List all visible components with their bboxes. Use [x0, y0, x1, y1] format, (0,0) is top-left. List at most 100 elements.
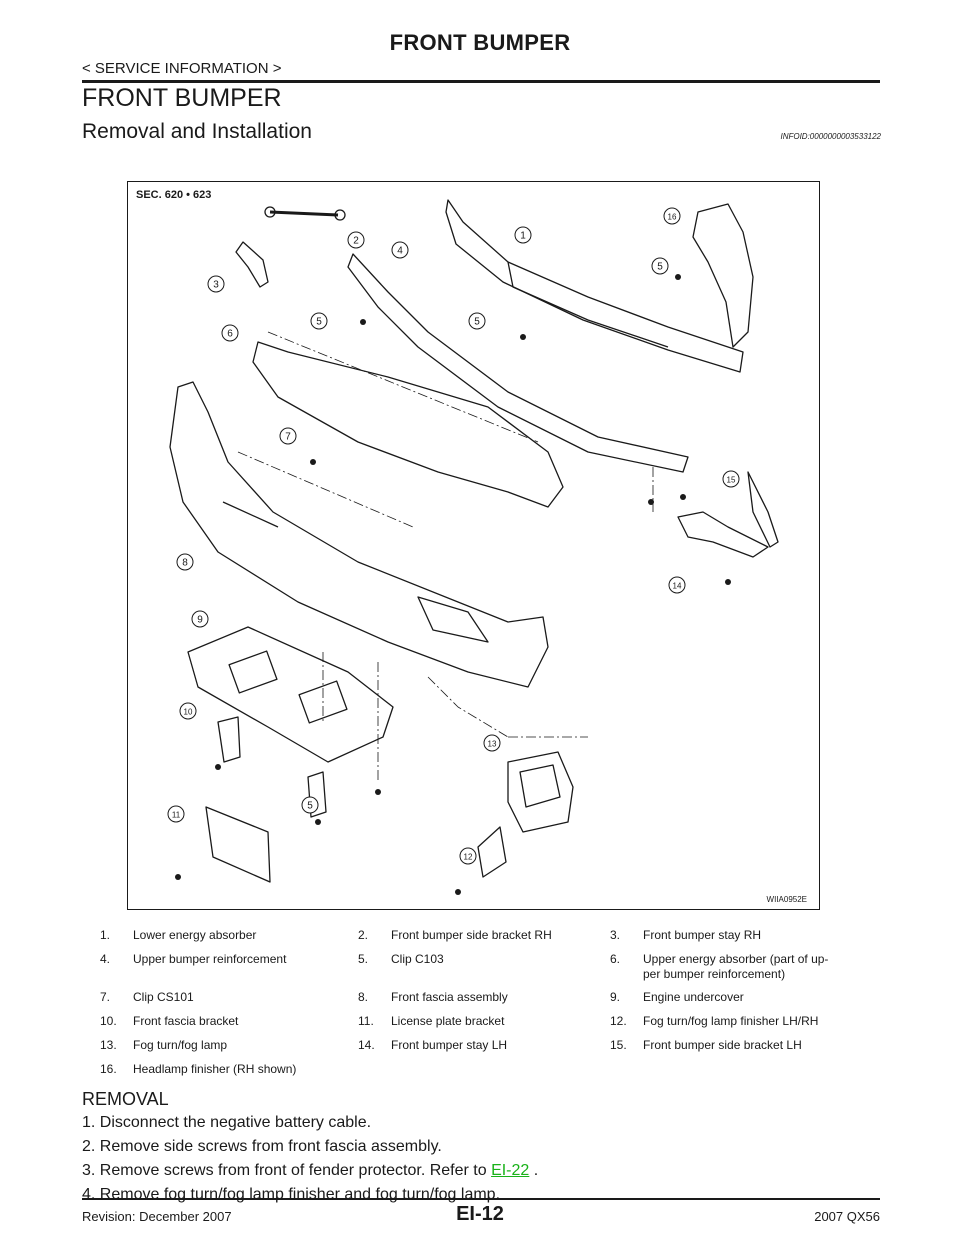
- step-text-suffix: .: [529, 1162, 539, 1179]
- legend-number: 4.: [100, 952, 111, 966]
- legend-number: 6.: [610, 952, 621, 966]
- svg-text:10: 10: [184, 708, 193, 717]
- step-text: Remove fog turn/fog lamp finisher and fo…: [99, 1186, 501, 1203]
- legend-number: 10.: [100, 1014, 117, 1028]
- legend-number: 7.: [100, 990, 111, 1004]
- legend-label: License plate bracket: [391, 1014, 505, 1028]
- legend-label: Fog turn/fog lamp finisher LH/RH: [643, 1014, 819, 1028]
- svg-text:8: 8: [182, 558, 188, 569]
- removal-step: 1. Disconnect the negative battery cable…: [82, 1114, 371, 1132]
- callout-2: 2: [347, 231, 365, 249]
- footer-page-number: EI-12: [456, 1203, 504, 1225]
- removal-heading: REMOVAL: [82, 1089, 169, 1109]
- subsection-title: Removal and Installation: [82, 120, 312, 143]
- callout-5: 5: [468, 312, 486, 330]
- svg-text:5: 5: [307, 801, 313, 812]
- info-id: INFOID:0000000003533122: [780, 132, 881, 141]
- step-text: Remove side screws from front fascia ass…: [99, 1138, 442, 1155]
- callout-11: 11: [167, 805, 185, 823]
- legend-label: Front bumper stay RH: [643, 928, 762, 942]
- legend-label: Lower energy absorber: [133, 928, 257, 942]
- legend-label: Clip C103: [391, 952, 444, 966]
- figure-code: WIIA0952E: [766, 895, 807, 904]
- legend-number: 8.: [358, 990, 369, 1004]
- svg-text:2: 2: [353, 236, 359, 247]
- reference-link-ei-22[interactable]: EI-22: [491, 1162, 530, 1179]
- step-number: 4.: [82, 1186, 96, 1203]
- callout-8: 8: [176, 553, 194, 571]
- svg-text:6: 6: [227, 329, 233, 340]
- svg-text:15: 15: [727, 476, 736, 485]
- step-text: Remove screws from front of fender prote…: [99, 1162, 492, 1179]
- breadcrumb: < SERVICE INFORMATION >: [82, 60, 282, 77]
- legend-label: Upper energy absorber (part of up-: [643, 952, 829, 966]
- svg-text:4: 4: [397, 246, 403, 257]
- legend-label: Front fascia bracket: [133, 1014, 239, 1028]
- footer-divider: [82, 1198, 880, 1200]
- callout-16: 16: [663, 207, 681, 225]
- legend-label: Front bumper stay LH: [391, 1038, 508, 1052]
- legend-label: Engine undercover: [643, 990, 744, 1004]
- legend-number: 2.: [358, 928, 369, 942]
- step-number: 2.: [82, 1138, 96, 1155]
- callout-13: 13: [483, 734, 501, 752]
- svg-text:12: 12: [464, 853, 473, 862]
- legend-number: 13.: [100, 1038, 117, 1052]
- step-number: 1.: [82, 1114, 96, 1131]
- callout-12: 12: [459, 847, 477, 865]
- legend-label: Front bumper side bracket LH: [643, 1038, 802, 1052]
- legend-number: 16.: [100, 1062, 117, 1076]
- legend-label: Headlamp finisher (RH shown): [133, 1062, 297, 1076]
- legend-number: 15.: [610, 1038, 627, 1052]
- svg-text:11: 11: [172, 811, 181, 820]
- svg-text:1: 1: [520, 231, 526, 242]
- legend-number: 12.: [610, 1014, 627, 1028]
- legend-label: Clip CS101: [133, 990, 194, 1004]
- removal-step: 2. Remove side screws from front fascia …: [82, 1138, 442, 1156]
- svg-text:5: 5: [657, 262, 663, 273]
- legend-label: Fog turn/fog lamp: [133, 1038, 228, 1052]
- legend-label: Front fascia assembly: [391, 990, 508, 1004]
- callout-5: 5: [301, 796, 319, 814]
- footer-model: 2007 QX56: [814, 1209, 880, 1224]
- svg-text:14: 14: [673, 582, 682, 591]
- svg-text:5: 5: [316, 317, 322, 328]
- callout-14: 14: [668, 576, 686, 594]
- step-text: Disconnect the negative battery cable.: [99, 1114, 372, 1131]
- removal-step: 3. Remove screws from front of fender pr…: [82, 1162, 538, 1180]
- svg-text:9: 9: [197, 615, 203, 626]
- section-title: FRONT BUMPER: [82, 84, 282, 112]
- removal-step: 4. Remove fog turn/fog lamp finisher and…: [82, 1186, 500, 1204]
- legend-number: 11.: [358, 1014, 374, 1028]
- legend-number: 5.: [358, 952, 369, 966]
- callout-4: 4: [391, 241, 409, 259]
- svg-text:13: 13: [488, 740, 497, 749]
- legend-label: Front bumper side bracket RH: [391, 928, 552, 942]
- legend-number: 14.: [358, 1038, 375, 1052]
- figure-section-label: SEC. 620 • 623: [136, 189, 212, 201]
- callout-6: 6: [221, 324, 239, 342]
- callout-15: 15: [722, 470, 740, 488]
- legend-number: 9.: [610, 990, 621, 1004]
- callout-3: 3: [207, 275, 225, 293]
- callout-5: 5: [310, 312, 328, 330]
- legend-label-continued: per bumper reinforcement): [643, 967, 786, 981]
- step-number: 3.: [82, 1162, 96, 1179]
- legend-label: Upper bumper reinforcement: [133, 952, 287, 966]
- svg-text:5: 5: [474, 317, 480, 328]
- footer-revision: Revision: December 2007: [82, 1209, 232, 1224]
- callout-1: 1: [514, 226, 532, 244]
- callout-7: 7: [279, 427, 297, 445]
- running-header-title: FRONT BUMPER: [389, 30, 571, 55]
- callout-9: 9: [191, 610, 209, 628]
- callout-5: 5: [651, 257, 669, 275]
- header-divider: [82, 80, 880, 83]
- callout-10: 10: [179, 702, 197, 720]
- legend-number: 3.: [610, 928, 621, 942]
- svg-text:3: 3: [213, 280, 219, 291]
- svg-text:16: 16: [668, 213, 677, 222]
- legend-number: 1.: [100, 928, 111, 942]
- svg-text:7: 7: [285, 432, 291, 443]
